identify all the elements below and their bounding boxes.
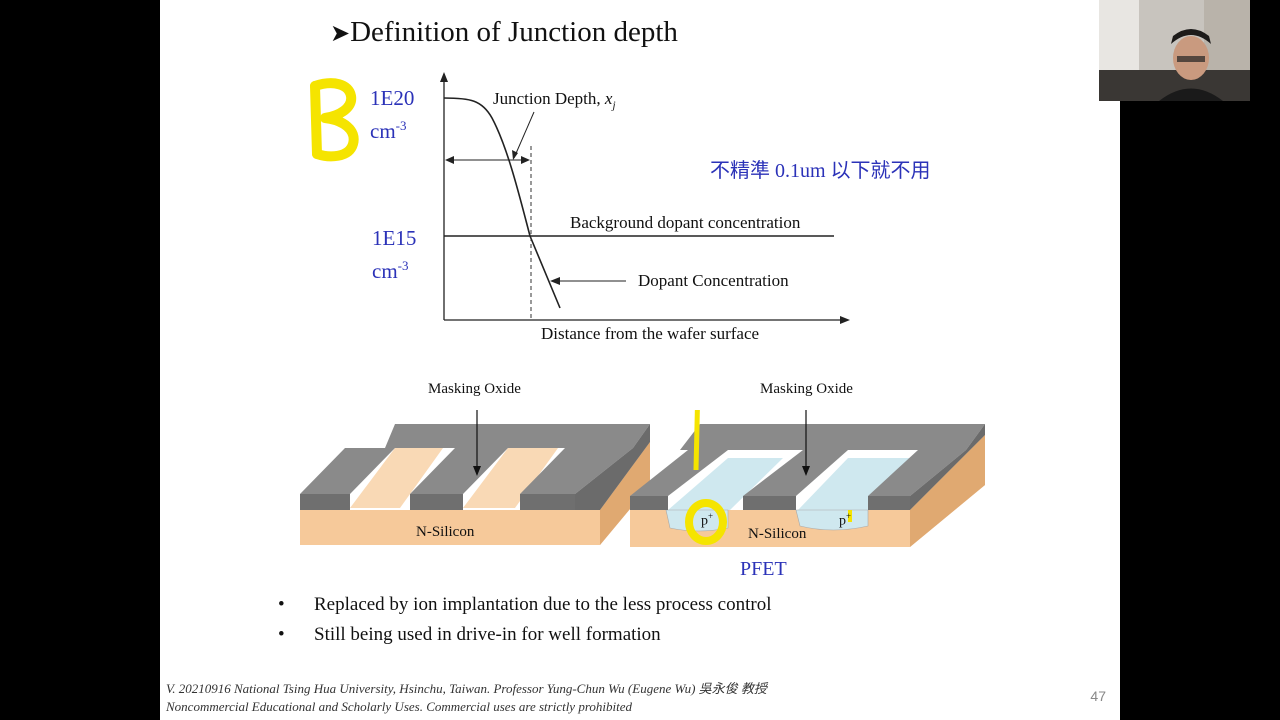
masking-oxide-label-right: Masking Oxide [760,381,853,397]
pfet-label: PFET [740,558,787,580]
high-concentration-label: 1E20 cm-3 [370,86,415,143]
pointer-arrow-icon-right [802,466,810,476]
dopant-concentration-label: Dopant Concentration [638,271,789,290]
presenter-thumbnail [1099,0,1250,101]
page-number: 47 [1090,688,1106,704]
span-arrow-left-icon [445,156,454,164]
dopant-profile-curve [443,97,561,309]
span-arrow-right-icon [521,156,530,164]
junction-label-leader [513,111,535,159]
background-concentration-label: Background dopant concentration [570,213,801,232]
bullet-item-2: •Still being used in drive-in for well f… [278,624,661,645]
slide-title: ➤Definition of Junction depth [330,16,678,48]
junction-depth-graph [440,72,850,324]
slide: ➤Definition of Junction depth 1E20 cm-3 … [160,0,1120,720]
dopant-leader-arrow-icon [550,277,560,285]
bullet-item-1: •Replaced by ion implantation due to the… [278,594,772,615]
chinese-note: 不精準 0.1um 以下就不用 [710,160,931,182]
arrow-bullet-icon: ➤ [330,21,351,47]
p-plus-label-2: p+ [839,511,852,529]
handwritten-3-mark [310,78,359,162]
yellow-circle-mark [685,499,727,545]
masking-oxide-label-left: Masking Oxide [428,381,521,397]
pfet-diagram [630,410,985,547]
yellow-pen-line [693,410,700,471]
masking-oxide-diagram-left [300,410,650,545]
p-plus-implant-2 [798,458,914,510]
pointer-arrow-icon [473,466,481,476]
y-axis-arrow-icon [440,72,448,82]
x-axis-arrow-icon [840,316,850,324]
n-silicon-label-left: N-Silicon [416,524,475,540]
leader-arrow-icon [512,150,518,160]
n-silicon-label-right: N-Silicon [748,526,807,542]
low-concentration-label: 1E15 cm-3 [372,226,417,283]
n-silicon-block [300,442,650,545]
p-plus-label-1: p+ [701,511,714,529]
slide-footer: V. 20210916 National Tsing Hua Universit… [166,681,767,714]
p-plus-implant-1 [668,458,783,510]
junction-depth-label: Junction Depth, xj [493,89,616,112]
x-axis-label: Distance from the wafer surface [541,324,760,343]
webcam-presenter-video [1099,0,1250,101]
